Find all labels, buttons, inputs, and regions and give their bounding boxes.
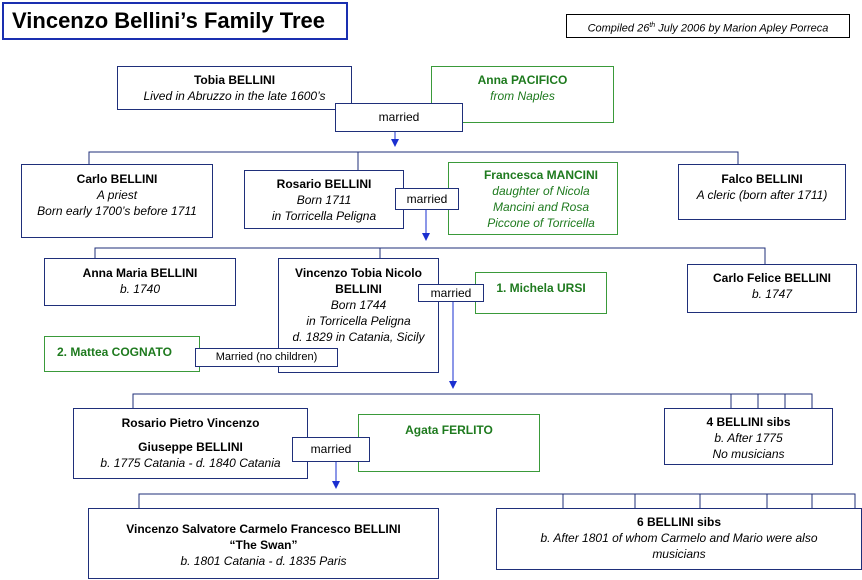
person-name: Anna PACIFICO (477, 73, 568, 87)
marriage-label-4: Married (no children) (195, 348, 338, 367)
person-name: Agata FERLITO (405, 423, 493, 437)
person-name: Rosario Pietro Vincenzo (121, 416, 260, 430)
person-detail: b. 1801 Catania - d. 1835 Paris (180, 554, 347, 568)
person-detail: in Torricella Peligna (306, 314, 411, 328)
person-nickname: “The Swan” (229, 538, 298, 552)
person-detail: b. After 1801 of whom Carmelo and Mario … (540, 531, 818, 561)
person-name: 4 BELLINI sibs (706, 415, 791, 429)
person-detail: Lived in Abruzzo in the late 1600’s (143, 89, 326, 103)
compiled-credit: Compiled 26th July 2006 by Marion Apley … (566, 14, 850, 38)
sibling-bar-gen5 (138, 493, 856, 508)
person-carlo-bellini: Carlo BELLINI A priest Born early 1700’s… (21, 164, 213, 238)
person-detail: d. 1829 in Catania, Sicily (292, 330, 425, 344)
person-detail: A priest (96, 188, 138, 202)
person-detail: b. After 1775 (714, 431, 783, 445)
sibling-bar-gen2 (88, 151, 739, 164)
person-falco-bellini: Falco BELLINI A cleric (born after 1711) (678, 164, 846, 220)
person-name: 2. Mattea COGNATO (57, 345, 172, 359)
person-4-bellini-sibs: 4 BELLINI sibs b. After 1775 No musician… (664, 408, 833, 465)
credit-text-rest: July 2006 by Marion Apley Porreca (655, 22, 829, 35)
person-agata-ferlito: Agata FERLITO (358, 414, 540, 472)
person-michela-ursi: 1. Michela URSI (475, 272, 607, 314)
person-name: Francesca MANCINI (483, 168, 599, 182)
person-tobia-bellini: Tobia BELLINI Lived in Abruzzo in the la… (117, 66, 352, 110)
person-detail: b. 1775 Catania - d. 1840 Catania (100, 456, 281, 470)
marriage-label-1: married (335, 103, 463, 132)
person-name: Falco BELLINI (721, 172, 803, 186)
credit-text: Compiled 26 (587, 22, 650, 35)
marriage-label-2: married (395, 188, 459, 210)
person-name: Rosario BELLINI (276, 177, 372, 191)
person-detail: Born 1711 (296, 193, 352, 207)
person-francesca-mancini: Francesca MANCINI daughter of Nicola Man… (448, 162, 618, 235)
person-name: Vincenzo Tobia Nicolo BELLINI (295, 266, 422, 296)
person-detail: in Torricella Peligna (271, 209, 377, 223)
credit-suffix: th (649, 22, 656, 29)
sibling-bar-gen3 (94, 247, 766, 264)
person-vincenzo-bellini-the-swan: Vincenzo Salvatore Carmelo Francesco BEL… (88, 508, 439, 579)
marriage-label-5: married (292, 437, 370, 462)
person-detail: b. 1740 (119, 282, 161, 296)
person-name: Carlo Felice BELLINI (712, 271, 832, 285)
person-detail: No musicians (712, 447, 785, 461)
person-name: Tobia BELLINI (193, 73, 276, 87)
person-mattea-cognato: 2. Mattea COGNATO (44, 336, 200, 372)
sibling-bar-gen4 (132, 393, 813, 408)
person-rosario-bellini: Rosario BELLINI Born 1711 in Torricella … (244, 170, 404, 229)
person-anna-pacifico: Anna PACIFICO from Naples (431, 66, 614, 123)
person-name: 6 BELLINI sibs (636, 515, 722, 529)
person-6-bellini-sibs: 6 BELLINI sibs b. After 1801 of whom Car… (496, 508, 862, 570)
person-detail: b. 1747 (751, 287, 793, 301)
person-name: Vincenzo Salvatore Carmelo Francesco BEL… (126, 522, 401, 536)
person-detail: daughter of Nicola Mancini and Rosa Picc… (487, 184, 595, 230)
person-name-cont: Giuseppe BELLINI (138, 440, 243, 454)
person-detail: Born 1744 (330, 298, 387, 312)
person-anna-maria-bellini: Anna Maria BELLINI b. 1740 (44, 258, 236, 306)
person-detail: from Naples (490, 89, 555, 103)
person-name: Carlo BELLINI (76, 172, 158, 186)
marriage-label-3: married (418, 284, 484, 302)
person-carlo-felice-bellini: Carlo Felice BELLINI b. 1747 (687, 264, 857, 313)
person-name: 1. Michela URSI (496, 281, 586, 295)
page-title: Vincenzo Bellini’s Family Tree (2, 2, 348, 40)
person-name: Anna Maria BELLINI (82, 266, 198, 280)
person-rosario-pietro-bellini: Rosario Pietro Vincenzo Giuseppe BELLINI… (73, 408, 308, 479)
person-detail: Born early 1700’s before 1711 (37, 204, 197, 218)
person-detail: A cleric (born after 1711) (696, 188, 828, 202)
